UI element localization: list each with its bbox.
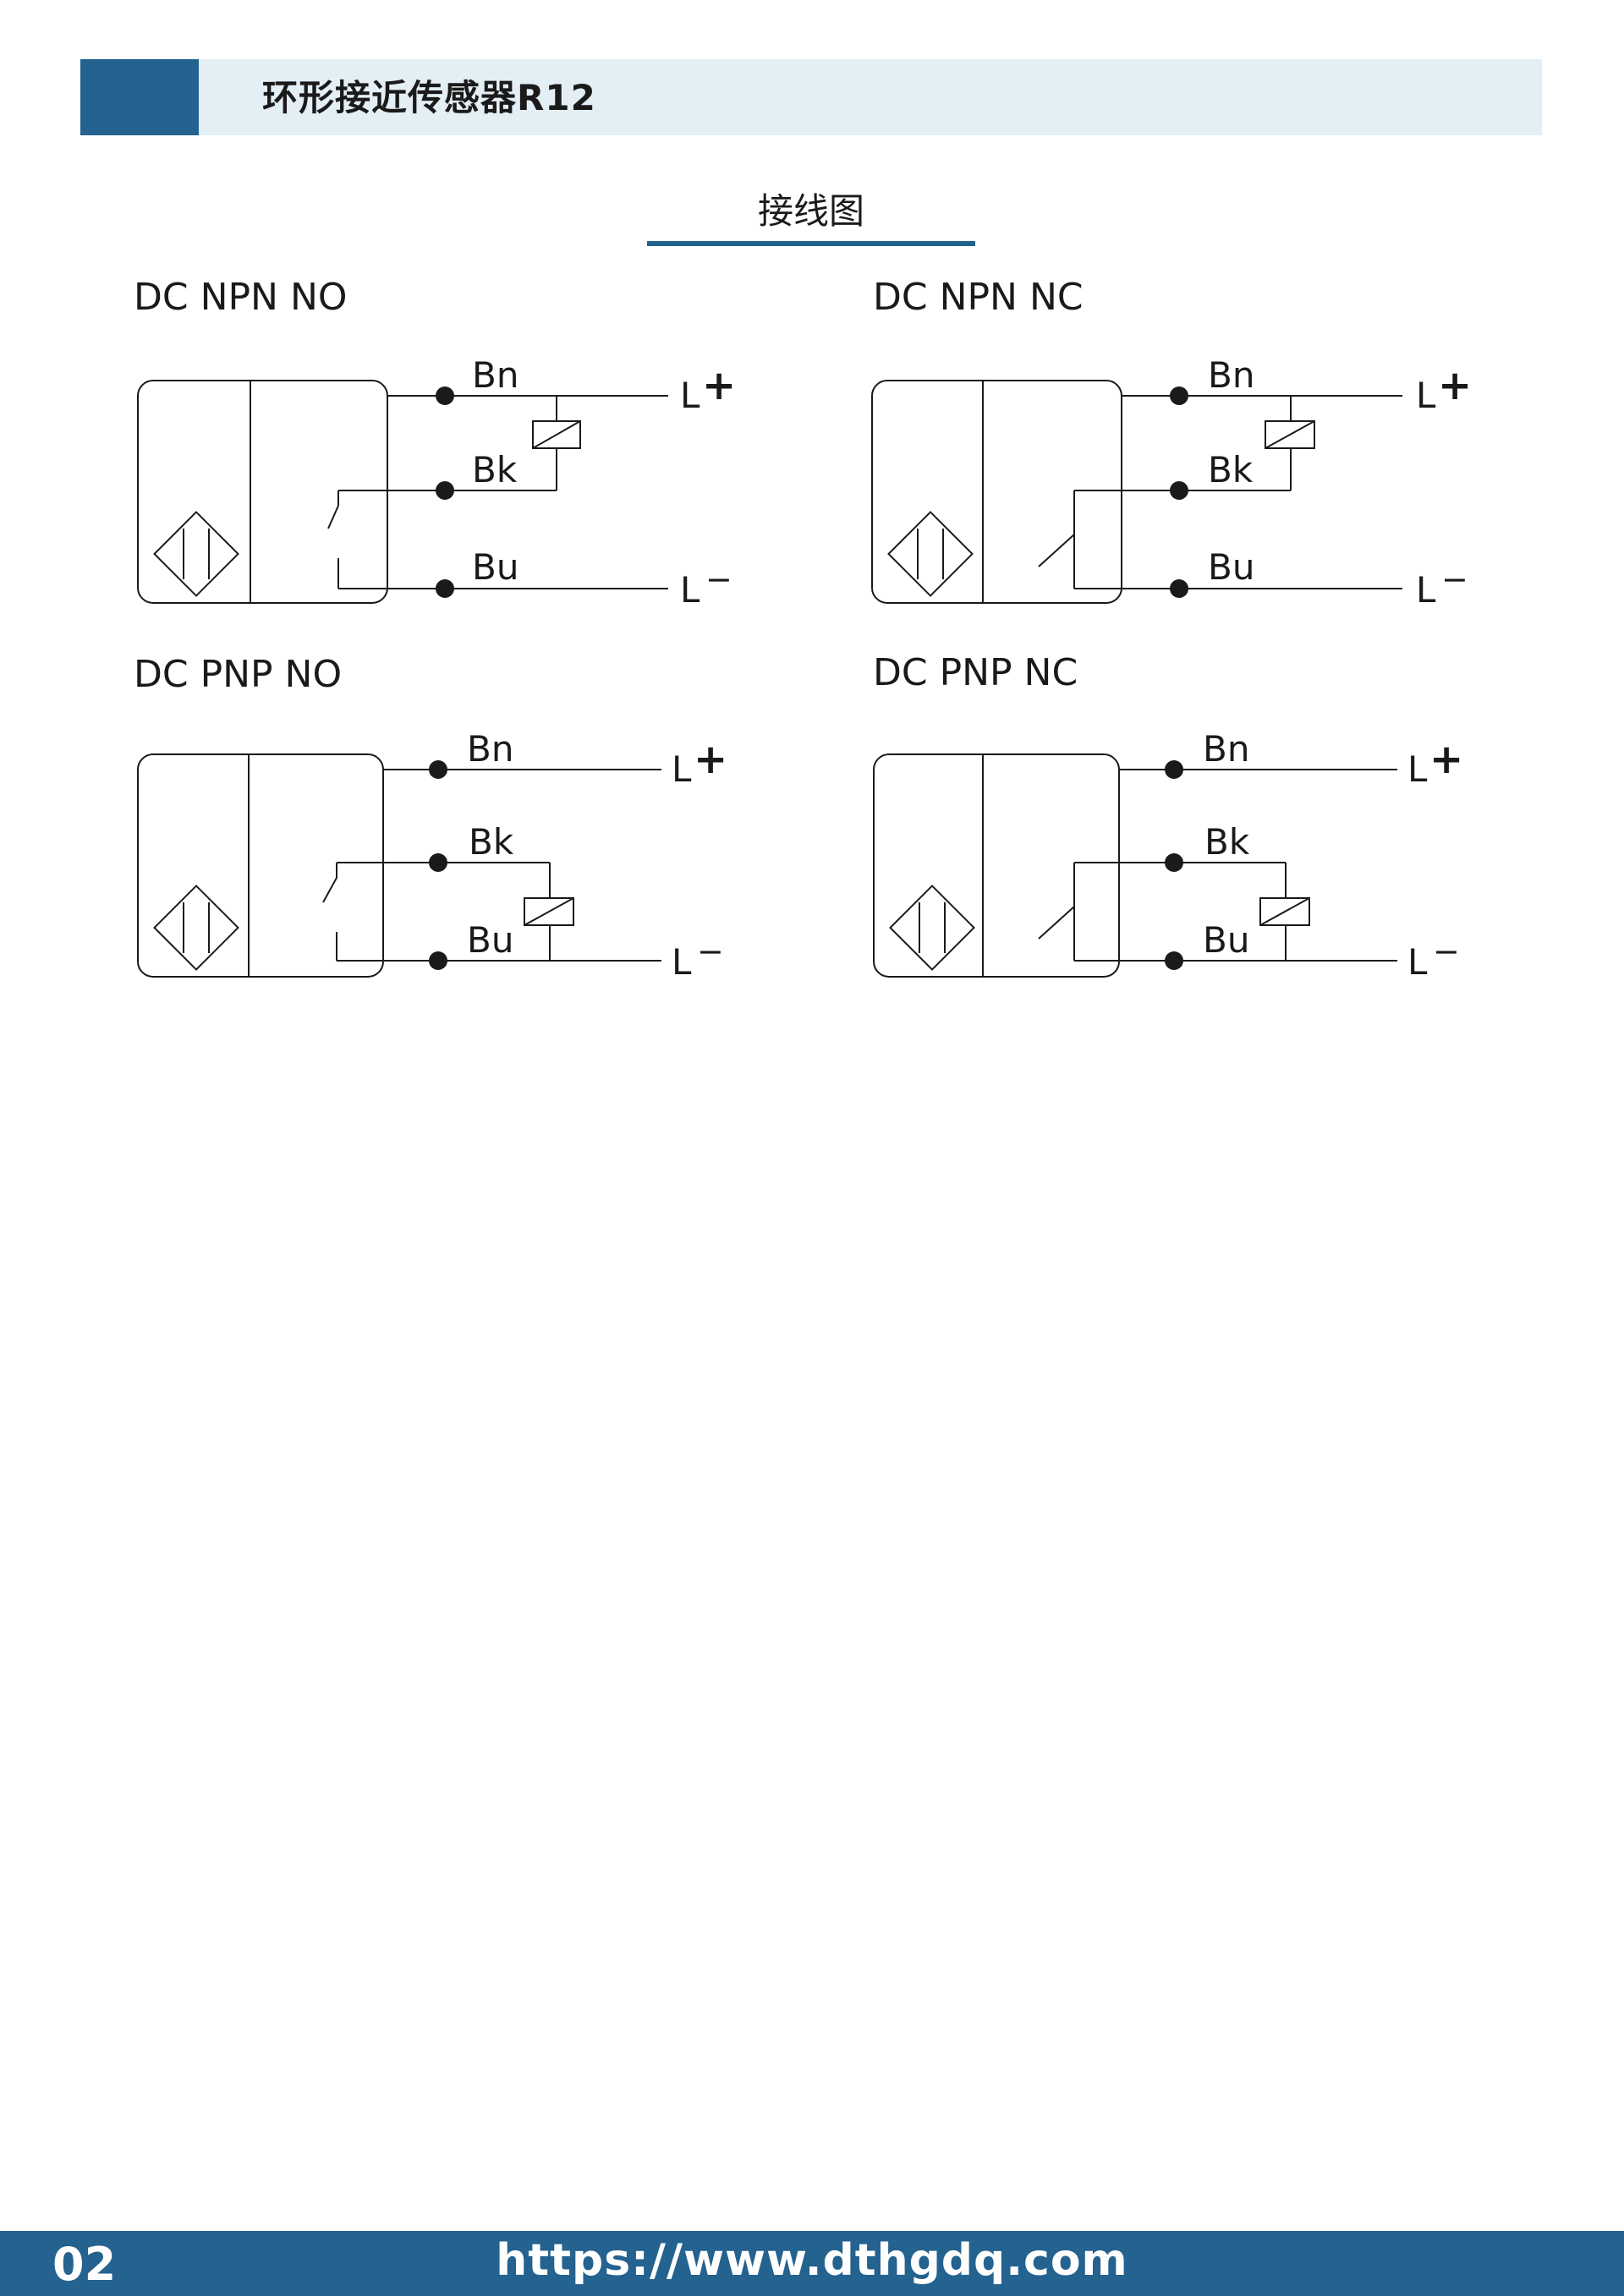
sensing-face-icon [153,885,239,971]
label-bk: Bk [1204,821,1250,863]
sensing-face-icon [889,885,975,971]
label-bn: Bn [472,354,518,396]
plus-sign: + [1438,362,1472,409]
label-l-plus: L [672,748,692,790]
section-title-underline [647,241,975,246]
switch-blade [1038,906,1075,940]
wiring-diagram-pnp-no: Bn Bk Bu L + L − [137,728,727,983]
label-l-minus: L [680,569,700,611]
label-bn: Bn [467,728,513,770]
label-l-minus: L [1416,569,1436,611]
label-bu: Bu [467,919,513,961]
wiring-diagram-npn-nc: Bn Bk Bu L + L − [871,354,1472,611]
header-accent-block [80,59,199,135]
label-l-minus: L [672,941,692,983]
diagram-title-pnp-nc: DC PNP NC [873,651,1078,694]
diagram-title-npn-no: DC NPN NO [134,276,348,319]
minus-sign: − [1433,933,1460,970]
sensing-face-icon [153,511,239,597]
page-number: 02 [52,2238,117,2291]
sensor-body [871,380,1122,604]
switch-blade [327,505,339,529]
terminal-dot [1165,760,1183,779]
terminal-dot [1170,481,1188,500]
switch-blade [1038,534,1075,567]
label-bn: Bn [1208,354,1254,396]
sensor-body [137,753,384,978]
relay-coil-slash [524,897,574,926]
sensing-face-icon [887,511,974,597]
label-l-plus: L [1416,375,1436,416]
terminal-dot [1170,386,1188,405]
label-bk: Bk [469,821,514,863]
sensor-body [873,753,1120,978]
diagram-title-pnp-no: DC PNP NO [134,653,343,696]
terminal-dot [429,951,447,970]
wiring-diagram-pnp-nc: Bn Bk Bu L + L − [873,728,1463,983]
label-bu: Bu [472,546,518,588]
terminal-dot [436,386,454,405]
minus-sign: − [697,933,724,970]
label-l-plus: L [680,375,700,416]
terminal-dot [436,481,454,500]
minus-sign: − [705,561,732,598]
terminal-dot [436,579,454,598]
label-l-minus: L [1407,941,1428,983]
plus-sign: + [702,362,736,409]
label-bk: Bk [472,449,518,490]
relay-coil-slash [532,420,581,449]
diagram-title-npn-nc: DC NPN NC [873,276,1084,319]
website-link[interactable]: https://www.dthgdq.com [496,2235,1128,2286]
switch-blade [322,877,337,903]
minus-sign: − [1441,561,1468,598]
terminal-dot [1165,853,1183,872]
plus-sign: + [694,736,727,783]
plus-sign: + [1429,736,1463,783]
footer-bar [0,2231,1624,2296]
terminal-dot [1165,951,1183,970]
terminal-dot [1170,579,1188,598]
relay-coil-slash [1265,420,1315,449]
header-bar [80,59,1542,135]
label-bk: Bk [1208,449,1254,490]
label-l-plus: L [1407,748,1428,790]
label-bu: Bu [1208,546,1254,588]
label-bn: Bn [1203,728,1249,770]
terminal-dot [429,853,447,872]
terminal-dot [429,760,447,779]
page-title: 环形接近传感器R12 [262,77,596,118]
section-title: 接线图 [757,190,864,232]
wiring-diagram-npn-no: Bn Bk Bu L + L − [137,354,736,611]
sensor-body [137,380,388,604]
relay-coil-slash [1259,897,1310,926]
label-bu: Bu [1203,919,1249,961]
